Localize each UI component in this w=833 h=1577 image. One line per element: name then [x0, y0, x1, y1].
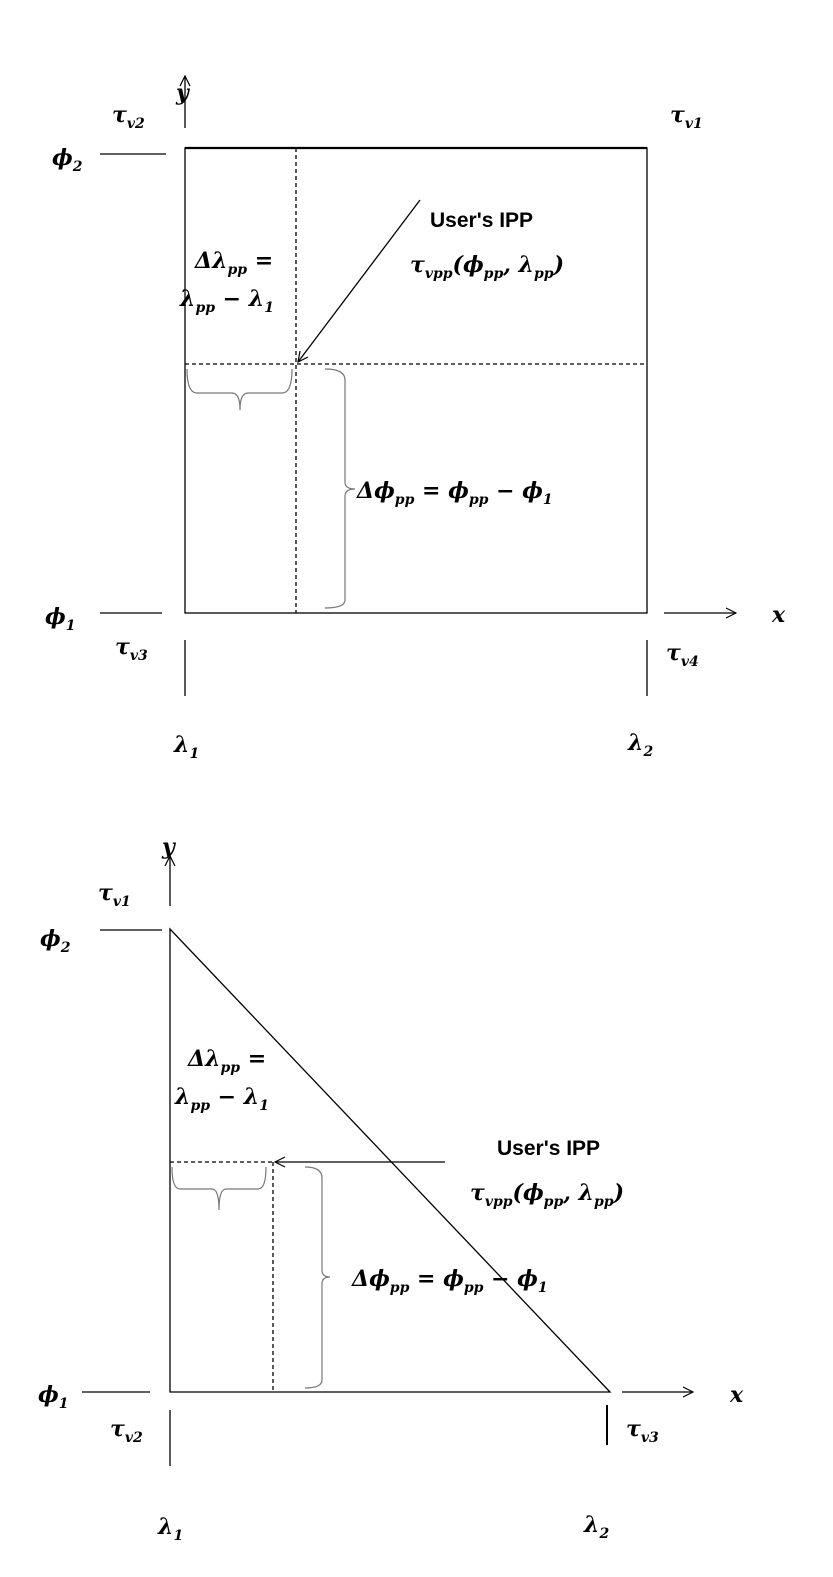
delta-phi-brace: [304, 1166, 331, 1389]
tau-v4-label: τv4: [666, 640, 699, 670]
ipp-pointer-arrow: [298, 199, 421, 362]
delta-lambda-brace: [171, 1166, 267, 1211]
lambda-1-label: λ1: [157, 1514, 183, 1544]
lambda-1-label: λ1: [173, 732, 199, 762]
ipp-expression: τvpp(ϕpp, λpp): [470, 1180, 624, 1210]
phi-2-label: ϕ2: [40, 926, 71, 956]
delta-lambda-expression: λpp − λ1: [179, 286, 274, 316]
lambda-2-label: λ2: [583, 1512, 609, 1542]
x-axis-label: x: [771, 602, 786, 628]
delta-phi-label: Δϕpp = ϕpp − ϕ1: [356, 478, 553, 508]
tau-v2-label: τv2: [110, 1416, 143, 1446]
user-ipp-label: User's IPP: [430, 209, 533, 232]
x-axis-label: x: [729, 1382, 744, 1408]
user-ipp-label: User's IPP: [497, 1137, 600, 1160]
grid-cell: [184, 147, 648, 614]
tau-v2-label: τv2: [112, 102, 145, 132]
delta-phi-label: Δϕpp = ϕpp − ϕ1: [351, 1266, 548, 1296]
triangle-diagram: y τv1 ϕ2 User's IPP τvpp(ϕpp, λpp) Δλpp …: [38, 834, 744, 1544]
y-axis-label: y: [161, 834, 177, 860]
phi-2-label: ϕ2: [52, 145, 83, 175]
tau-v3-label: τv3: [626, 1416, 659, 1446]
triangle-cell: [169, 927, 612, 1393]
tau-v1-label: τv1: [670, 102, 703, 132]
lambda-2-label: λ2: [627, 730, 653, 760]
tau-v3-label: τv3: [115, 634, 148, 664]
delta-lambda-label: Δλpp =: [187, 1046, 266, 1076]
delta-lambda-brace: [186, 368, 293, 411]
phi-1-label: ϕ1: [38, 1382, 68, 1412]
phi-1-label: ϕ1: [45, 604, 75, 634]
delta-lambda-expression: λpp − λ1: [174, 1084, 269, 1114]
delta-lambda-label: Δλpp =: [194, 248, 273, 278]
ipp-expression: τvpp(ϕpp, λpp): [410, 252, 564, 282]
y-axis-label: y: [175, 80, 191, 106]
tau-v1-label: τv1: [98, 880, 131, 910]
rectangle-diagram: y τv2 τv1 ϕ2 User's IPP τvpp(ϕpp, λpp) Δ…: [45, 76, 786, 762]
delta-phi-brace: [324, 368, 356, 609]
